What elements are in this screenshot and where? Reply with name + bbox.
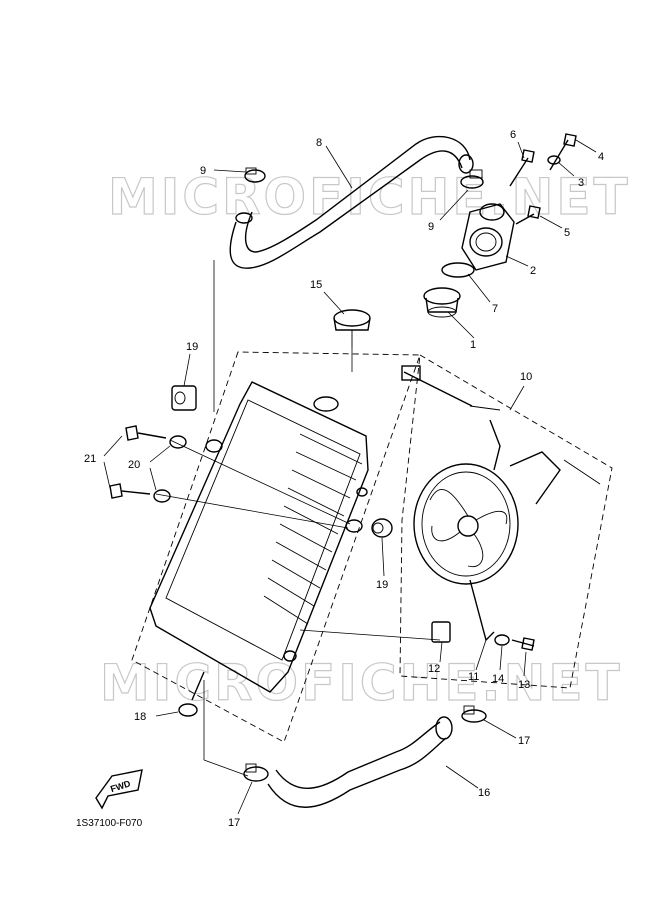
connector-bolt-21-lower — [155, 493, 349, 529]
connector-fan-mount — [299, 629, 441, 641]
callout-15: 15 — [310, 279, 322, 291]
leader-20a — [149, 445, 171, 463]
leader-20b — [149, 467, 157, 491]
callout-17-right: 17 — [518, 735, 530, 747]
leader-4 — [575, 139, 597, 153]
o-ring — [441, 262, 475, 278]
diagram-code: 1S37100-F070 — [76, 818, 143, 829]
thermostat — [423, 287, 461, 318]
callout-17-left: 17 — [228, 817, 240, 829]
drain-bolt — [178, 671, 205, 717]
leader-16 — [445, 765, 479, 789]
bolt-21-upper — [125, 425, 167, 441]
leader-19a — [183, 353, 191, 387]
leader-9a — [213, 169, 247, 173]
upper-hose — [229, 135, 474, 269]
hose-clamp-upper-right — [460, 169, 484, 189]
callout-5: 5 — [564, 227, 570, 239]
leader-2 — [505, 255, 529, 267]
leader-21a — [103, 435, 123, 457]
callout-19-upper: 19 — [186, 341, 198, 353]
grommet-upper — [171, 385, 197, 411]
grommet-lower — [371, 518, 393, 538]
leader-17b — [237, 781, 253, 815]
thermostat-housing — [461, 203, 515, 271]
radiator — [149, 381, 369, 693]
callout-19-lower: 19 — [376, 579, 388, 591]
bolt-6 — [509, 149, 535, 187]
callout-8: 8 — [316, 137, 322, 149]
leader-15 — [323, 291, 345, 315]
fan-assembly-outline — [399, 354, 613, 689]
leader-5 — [539, 215, 563, 229]
callout-14: 14 — [492, 673, 504, 685]
bolt-4 — [549, 133, 577, 171]
callout-1: 1 — [470, 339, 476, 351]
leader-13 — [523, 651, 527, 677]
collar-20-upper — [169, 435, 187, 449]
washer-14 — [494, 634, 510, 646]
connector-lower-hose — [203, 759, 249, 777]
leader-8 — [325, 145, 353, 189]
fan-assembly — [401, 365, 601, 642]
watermark-bottom: MICROFICHE.NET — [100, 654, 623, 712]
callout-20: 20 — [128, 459, 140, 471]
connector-bolt-21-upper — [169, 439, 351, 525]
washer-3 — [547, 155, 561, 165]
nut-12 — [431, 621, 451, 643]
callout-7: 7 — [492, 303, 498, 315]
bolt-13 — [511, 637, 535, 651]
radiator-cap — [333, 309, 371, 348]
leader-1 — [447, 311, 475, 339]
leader-19b — [381, 537, 385, 577]
callout-12: 12 — [428, 663, 440, 675]
callout-9-upper-left: 9 — [200, 165, 206, 177]
leader-14 — [499, 645, 503, 671]
leader-21b — [103, 461, 111, 489]
callout-18: 18 — [134, 711, 146, 723]
leader-7 — [467, 273, 491, 303]
hose-clamp-lower-left — [243, 763, 269, 782]
collar-20-lower — [153, 489, 171, 503]
bolt-5 — [515, 205, 541, 225]
leader-18 — [155, 711, 179, 717]
callout-11: 11 — [468, 671, 479, 683]
bolt-21-lower — [109, 483, 151, 499]
callout-3: 3 — [578, 177, 584, 189]
callout-16: 16 — [478, 787, 490, 799]
leader-10 — [509, 385, 525, 411]
lower-hose — [267, 716, 453, 808]
leader-3 — [557, 161, 575, 177]
hose-clamp-upper-left — [244, 167, 266, 183]
callout-10: 10 — [520, 371, 532, 383]
callout-9-upper-right: 9 — [428, 221, 434, 233]
callout-21: 21 — [84, 453, 96, 465]
fwd-arrow-icon: FWD — [95, 769, 143, 810]
callout-4: 4 — [598, 151, 604, 163]
leader-11 — [475, 639, 487, 671]
callout-2: 2 — [530, 265, 536, 277]
callout-6: 6 — [510, 129, 516, 141]
leader-9b — [439, 189, 469, 221]
leader-12 — [439, 641, 443, 663]
hose-clamp-lower-right — [461, 705, 487, 723]
callout-13: 13 — [518, 679, 530, 691]
leader-6 — [517, 141, 525, 159]
leader-17a — [483, 719, 517, 739]
